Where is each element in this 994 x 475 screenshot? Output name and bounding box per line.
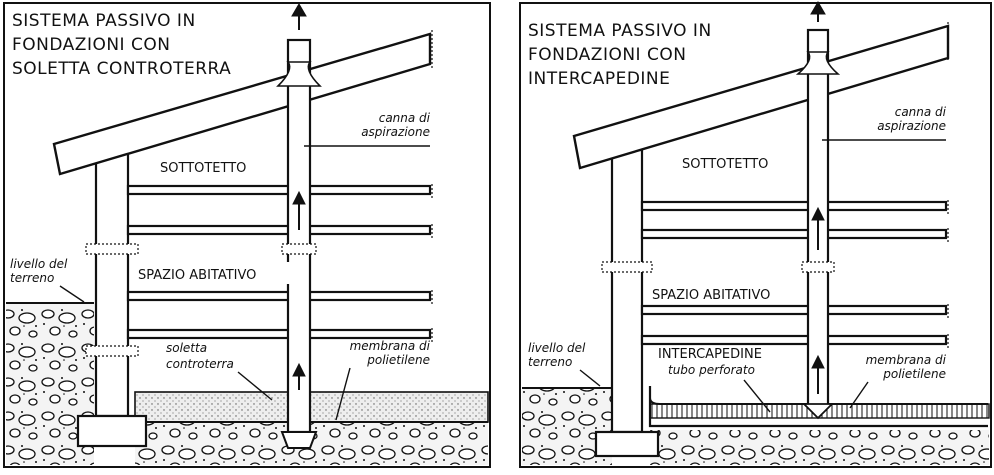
right-footing xyxy=(594,430,660,458)
left-label-livello-1: livello del xyxy=(10,257,68,271)
right-gravel-bed xyxy=(650,430,989,465)
right-label-canna-1: canna di xyxy=(895,105,947,119)
right-title-line-3: INTERCAPEDINE xyxy=(528,69,670,89)
left-title-line-1: SISTEMA PASSIVO IN xyxy=(12,11,196,31)
left-slab xyxy=(134,391,489,423)
right-label-intercapedine-1: INTERCAPEDINE xyxy=(658,347,762,362)
left-label-spazio: SPAZIO ABITATIVO xyxy=(138,268,256,283)
left-label-soletta-1: soletta xyxy=(166,341,207,355)
right-label-sottotetto: SOTTOTETTO xyxy=(682,157,768,172)
left-title-line-2: FONDAZIONI CON xyxy=(12,35,170,55)
left-airflow-arrows xyxy=(291,3,307,390)
left-label-canna-2: aspirazione xyxy=(361,125,430,139)
left-label-soletta-2: controterra xyxy=(166,357,234,371)
left-floors xyxy=(126,184,432,340)
left-wall xyxy=(94,144,130,418)
left-label-canna-1: canna di xyxy=(379,111,431,125)
left-label-sottotetto: SOTTOTETTO xyxy=(160,161,246,176)
right-label-spazio: SPAZIO ABITATIVO xyxy=(652,288,770,303)
right-label-intercapedine-2: tubo perforato xyxy=(668,363,755,377)
right-title-line-1: SISTEMA PASSIVO IN xyxy=(528,21,712,41)
left-panel: SISTEMA PASSIVO IN FONDAZIONI CON SOLETT… xyxy=(3,2,491,468)
left-label-membrana-2: polietilene xyxy=(366,353,430,367)
right-label-membrana-2: polietilene xyxy=(882,367,946,381)
right-label-livello-1: livello del xyxy=(528,341,586,355)
left-title-line-3: SOLETTA CONTROTERRA xyxy=(12,59,231,79)
right-wall xyxy=(610,148,644,434)
left-label-livello-2: terreno xyxy=(10,271,54,285)
right-panel: SISTEMA PASSIVO IN FONDAZIONI CON INTERC… xyxy=(519,1,992,468)
left-label-membrana-1: membrana di xyxy=(350,339,431,353)
right-floors xyxy=(640,200,948,346)
right-label-membrana-1: membrana di xyxy=(866,353,947,367)
right-label-livello-2: terreno xyxy=(528,355,572,369)
right-airflow-arrows xyxy=(810,1,826,394)
right-title-line-2: FONDAZIONI CON xyxy=(528,45,686,65)
left-footing xyxy=(76,414,148,448)
right-label-canna-2: aspirazione xyxy=(877,119,946,133)
